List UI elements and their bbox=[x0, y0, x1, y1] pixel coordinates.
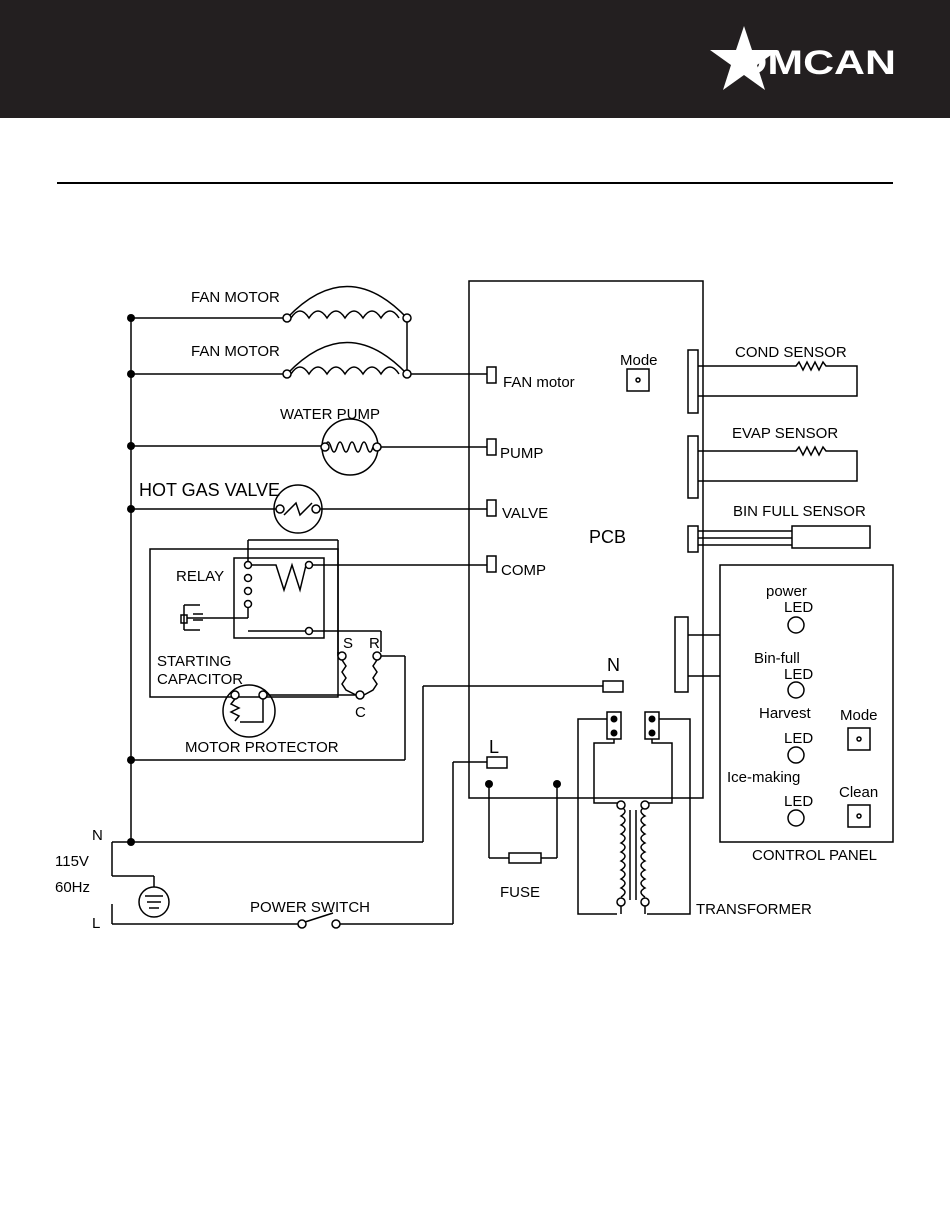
wiring-diagram: FAN MOTOR FAN MOTOR WATER PUMP HOT GAS V… bbox=[0, 240, 950, 960]
frequency-label: 60Hz bbox=[55, 879, 90, 896]
omcan-logo: OMCAN bbox=[706, 24, 902, 96]
ice-making-led-label-2: LED bbox=[784, 793, 813, 810]
harvest-led-label-1: Harvest bbox=[759, 705, 812, 722]
fuse bbox=[489, 784, 557, 863]
pcb-l-label: L bbox=[489, 737, 499, 757]
control-panel-title: CONTROL PANEL bbox=[752, 847, 877, 864]
panel-mode-label: Mode bbox=[840, 707, 878, 724]
pcb-board bbox=[469, 281, 703, 798]
starting-capacitor-label-2: CAPACITOR bbox=[157, 671, 243, 688]
pcb-valve-label: VALVE bbox=[502, 505, 548, 522]
relay-label: RELAY bbox=[176, 568, 224, 585]
evap-sensor-label: EVAP SENSOR bbox=[732, 425, 838, 442]
starting-capacitor-label-1: STARTING bbox=[157, 653, 231, 670]
supply-l-label: L bbox=[92, 915, 100, 932]
fan-motor-1 bbox=[283, 287, 411, 371]
hot-gas-valve bbox=[274, 485, 487, 533]
pcb-fan-motor-label: FAN motor bbox=[503, 374, 575, 391]
pcb-comp-label: COMP bbox=[501, 562, 546, 579]
fan-motor-2 bbox=[283, 343, 487, 379]
bin-full-led-label-1: Bin-full bbox=[754, 650, 800, 667]
motor-protector-label: MOTOR PROTECTOR bbox=[185, 739, 339, 756]
water-pump-label: WATER PUMP bbox=[280, 406, 380, 423]
bin-full-led-label-2: LED bbox=[784, 666, 813, 683]
fuse-label: FUSE bbox=[500, 884, 540, 901]
fan-motor-2-label: FAN MOTOR bbox=[191, 343, 280, 360]
pcb-pump-label: PUMP bbox=[500, 445, 543, 462]
panel-clean-label: Clean bbox=[839, 784, 878, 801]
bin-full-sensor-label: BIN FULL SENSOR bbox=[733, 503, 866, 520]
pcb-mode-label: Mode bbox=[620, 352, 658, 369]
voltage-label: 115V bbox=[55, 853, 89, 870]
power-led-label-2: LED bbox=[784, 599, 813, 616]
harvest-led-label-2: LED bbox=[784, 730, 813, 747]
cond-sensor-label: COND SENSOR bbox=[735, 344, 847, 361]
ice-making-led-label-1: Ice-making bbox=[727, 769, 800, 786]
header-divider bbox=[57, 182, 893, 184]
pcb-title: PCB bbox=[589, 527, 626, 547]
terminal-c-label: C bbox=[355, 704, 366, 721]
supply-n-label: N bbox=[92, 827, 103, 844]
power-led-label-1: power bbox=[766, 583, 807, 600]
bin-full-sensor bbox=[688, 526, 870, 552]
transformer-label: TRANSFORMER bbox=[696, 901, 812, 918]
water-pump bbox=[321, 419, 487, 475]
pcb-n-label: N bbox=[607, 655, 620, 675]
hot-gas-valve-label: HOT GAS VALVE bbox=[139, 480, 280, 500]
fan-motor-1-label: FAN MOTOR bbox=[191, 289, 280, 306]
terminal-s-label: S bbox=[343, 635, 353, 652]
page-header: OMCAN bbox=[0, 0, 950, 118]
terminal-r-label: R bbox=[369, 635, 380, 652]
power-switch-label: POWER SWITCH bbox=[250, 899, 370, 916]
logo-text: OMCAN bbox=[734, 44, 896, 82]
evap-sensor bbox=[688, 436, 857, 498]
transformer bbox=[578, 712, 690, 914]
